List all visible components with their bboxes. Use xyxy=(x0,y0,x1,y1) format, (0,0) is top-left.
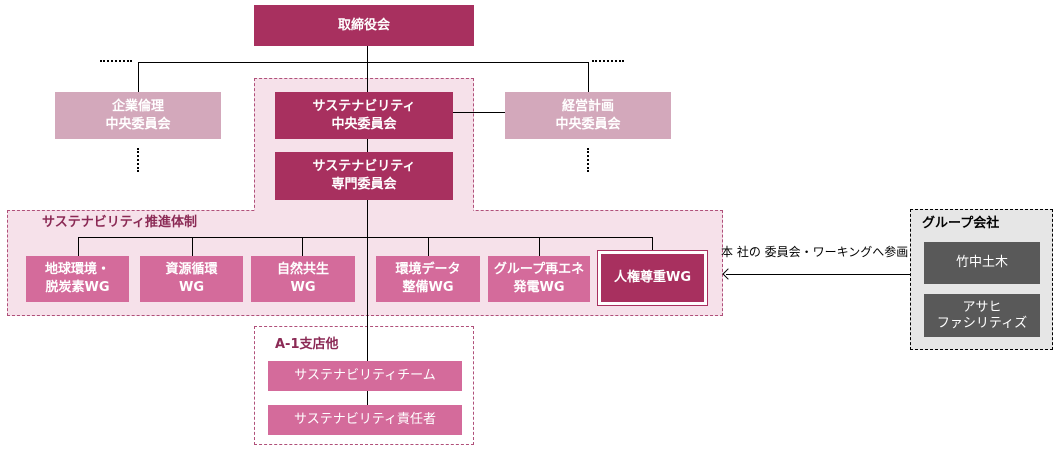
wg-drop xyxy=(539,237,540,256)
dotted-left-down xyxy=(137,148,139,172)
dotted-right-down xyxy=(587,148,589,172)
group-company-box: 竹中土木 xyxy=(924,242,1040,284)
group-label: グループ会社 xyxy=(922,216,1000,231)
wg-branch-line xyxy=(78,237,653,238)
branch-label: A-1支店他 xyxy=(275,337,339,352)
wg-drop xyxy=(78,237,79,256)
main-trunk-line xyxy=(367,46,368,406)
wg-drop xyxy=(652,237,653,250)
participation-arrow xyxy=(726,274,910,275)
wg-box: グループ再エネ 発電WG xyxy=(488,256,590,302)
sustainability-expert-box: サステナビリティ 専門委員会 xyxy=(275,152,453,200)
central-to-management-line xyxy=(453,112,505,113)
board-box: 取締役会 xyxy=(254,5,474,46)
wg-box: 地球環境・ 脱炭素WG xyxy=(26,256,129,302)
management-committee-box: 経営計画 中央委員会 xyxy=(505,92,671,139)
wg-box: 自然共生 WG xyxy=(251,256,355,302)
wg-box-human-rights: 人権尊重WG xyxy=(601,254,704,302)
wg-drop xyxy=(302,237,303,256)
ethics-committee-box: 企業倫理 中央委員会 xyxy=(55,92,221,139)
sustainability-team-box: サステナビリティチーム xyxy=(268,361,462,391)
wg-box: 資源循環 WG xyxy=(140,256,243,302)
dotted-left xyxy=(100,60,132,62)
promotion-label: サステナビリティ推進体制 xyxy=(42,215,197,230)
region-join xyxy=(255,205,473,213)
wg-drop xyxy=(192,237,193,256)
wg-drop xyxy=(428,237,429,256)
arrow-label: 本 社の 委員会・ワーキングへ参画 xyxy=(721,245,909,259)
sustainability-central-box: サステナビリティ 中央委員会 xyxy=(275,92,453,139)
group-company-box: アサヒ ファシリティズ xyxy=(924,294,1040,337)
sustainability-manager-box: サステナビリティ責任者 xyxy=(268,405,462,435)
arrow-head-icon xyxy=(722,268,734,280)
dotted-right xyxy=(592,60,624,62)
right-drop-line xyxy=(588,62,589,92)
left-drop-line xyxy=(138,62,139,92)
branch-region xyxy=(254,326,474,445)
top-branch-line xyxy=(138,62,588,63)
wg-box: 環境データ 整備WG xyxy=(376,256,480,302)
